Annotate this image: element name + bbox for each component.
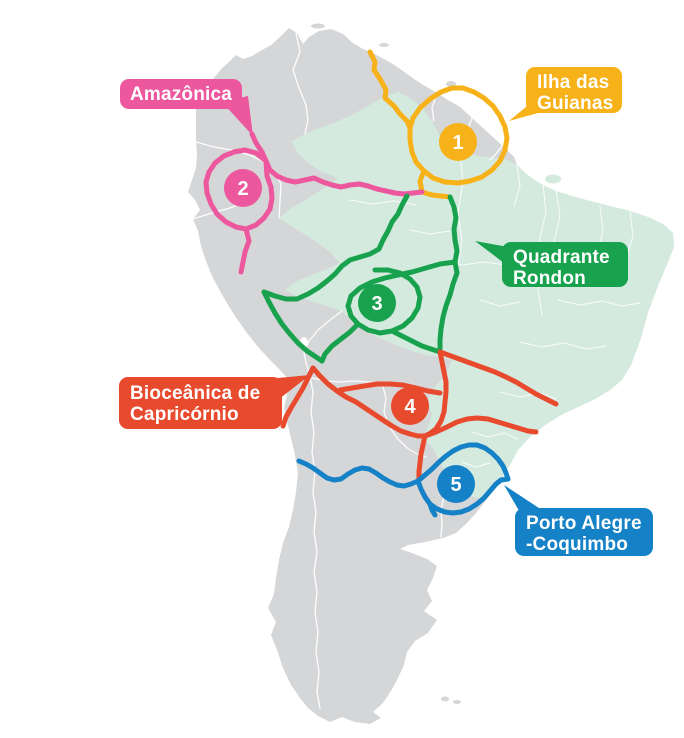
- state-border: [409, 229, 451, 235]
- state-border: [625, 210, 634, 260]
- badge-1-number: 1: [452, 132, 463, 154]
- state-border: [471, 431, 519, 440]
- rondon-callout-tail: [475, 241, 508, 266]
- route-segment: [427, 501, 438, 518]
- badge-2-circle: [224, 169, 262, 207]
- route-segment: [422, 415, 539, 439]
- island-marajo: [545, 174, 561, 184]
- route-segment: [319, 321, 361, 364]
- route-segment: [280, 365, 316, 429]
- badge-3-number: 3: [371, 293, 382, 315]
- badge-3-circle: [358, 284, 396, 322]
- island-falkland-east: [453, 700, 461, 704]
- route-amazonica: [203, 131, 425, 275]
- porto-callout-tail: [504, 485, 548, 514]
- bioceanica-label-line1: Bioceânica de: [130, 383, 261, 404]
- country-border: [303, 310, 343, 373]
- route-segment: [296, 458, 421, 489]
- route-segment: [261, 289, 325, 364]
- route-segment: [345, 259, 458, 336]
- route-segment: [337, 381, 443, 396]
- country-border: [489, 145, 503, 161]
- island-falkland-west: [441, 696, 449, 702]
- route-segment: [389, 328, 443, 355]
- badge-4-number: 4: [404, 396, 416, 418]
- badge-5-circle: [437, 465, 475, 503]
- route-ilha-das-guianas: [367, 49, 510, 200]
- state-border: [519, 341, 607, 350]
- ilha-das-guianas-label: Ilha das Guianas: [526, 67, 622, 114]
- badge-1-circle: [439, 123, 477, 161]
- island: [311, 23, 325, 29]
- route-porto-alegre-coquimbo: [296, 442, 511, 518]
- route-segment: [437, 194, 460, 355]
- route-segment: [437, 349, 559, 407]
- porto-alegre-coquimbo-label: Porto Alegre -Coquimbo: [515, 508, 653, 556]
- state-border: [557, 299, 641, 307]
- state-border: [461, 461, 491, 468]
- quadrante-rondon-label: Quadrante Rondon: [502, 242, 628, 289]
- porto-label-line1: Porto Alegre: [526, 513, 642, 534]
- route-bioceanica-de-capricornio: [280, 349, 559, 482]
- route-badges: 1 2 3 4 5: [224, 123, 477, 503]
- route-segment: [238, 226, 252, 275]
- island: [379, 43, 389, 47]
- state-border: [499, 391, 557, 400]
- route-quadrante-rondon: [261, 193, 460, 364]
- porto-label-line2: -Coquimbo: [526, 534, 629, 555]
- state-border: [456, 151, 464, 273]
- amazonica-label: Amazônica: [120, 79, 242, 109]
- badge-4-circle: [391, 387, 429, 425]
- badge-5-number: 5: [450, 474, 461, 496]
- brazil-region: [279, 92, 674, 499]
- route-segment: [367, 49, 413, 131]
- route-segment: [415, 442, 511, 484]
- route-segment: [416, 349, 449, 482]
- route-segment: [417, 168, 453, 200]
- country-border: [308, 371, 321, 709]
- route-segment: [310, 365, 428, 439]
- guianas-label-line2: Guianas: [537, 93, 614, 114]
- bioceanica-label: Bioceânica de Capricórnio: [119, 377, 282, 429]
- country-border: [381, 382, 427, 458]
- country-border: [292, 32, 309, 135]
- rondon-label-line2: Rondon: [513, 268, 586, 289]
- state-border: [479, 299, 521, 307]
- route-segment: [261, 193, 410, 302]
- route-segment: [415, 476, 511, 516]
- rondon-label-line1: Quadrante: [513, 247, 610, 268]
- guianas-label-line1: Ilha das: [537, 72, 610, 93]
- state-border: [513, 164, 521, 207]
- bioceanica-label-line2: Capricórnio: [130, 404, 239, 425]
- amazonica-label-text: Amazônica: [129, 83, 233, 105]
- route-segment: [203, 147, 275, 232]
- badge-2-number: 2: [237, 178, 248, 200]
